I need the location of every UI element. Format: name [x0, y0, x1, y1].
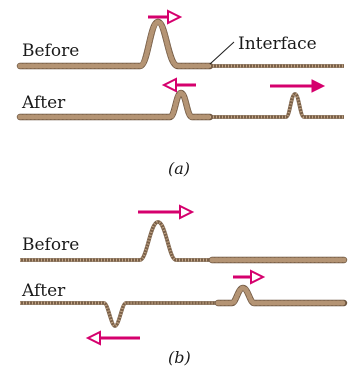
interface-pointer	[209, 41, 235, 65]
rope-light-segment	[20, 301, 218, 328]
rope-light-segment	[210, 92, 344, 119]
pulse-arrow-before-a	[148, 9, 183, 25]
rope-before-a	[16, 18, 344, 70]
reflected-pulse-arrow-a	[161, 77, 196, 93]
caption-a: (a)	[168, 159, 190, 178]
arrow-head-icon	[311, 79, 326, 93]
after-label-b: After	[21, 281, 66, 301]
before-label-b: Before	[22, 235, 79, 255]
arrow-head-icon	[167, 9, 183, 25]
rope-before-b	[20, 220, 348, 264]
reflected-pulse-arrow-b	[85, 330, 140, 346]
rope-after-b	[20, 284, 348, 328]
rope-after-a	[16, 89, 344, 121]
arrow-head-icon	[179, 204, 195, 220]
panel-a: Interface Before After (a)	[16, 9, 344, 178]
interface-label: Interface	[238, 34, 317, 54]
transmitted-pulse-arrow-b	[233, 269, 266, 285]
after-label-a: After	[21, 93, 66, 113]
panel-b: Before After (b)	[20, 204, 348, 367]
caption-b: (b)	[168, 348, 191, 367]
arrow-head-icon	[85, 330, 101, 346]
before-label-a: Before	[22, 41, 79, 61]
arrow-head-icon	[161, 77, 177, 93]
pulse-arrow-before-b	[138, 204, 195, 220]
arrow-head-icon	[250, 269, 266, 285]
transmitted-pulse-arrow-a	[270, 79, 326, 93]
